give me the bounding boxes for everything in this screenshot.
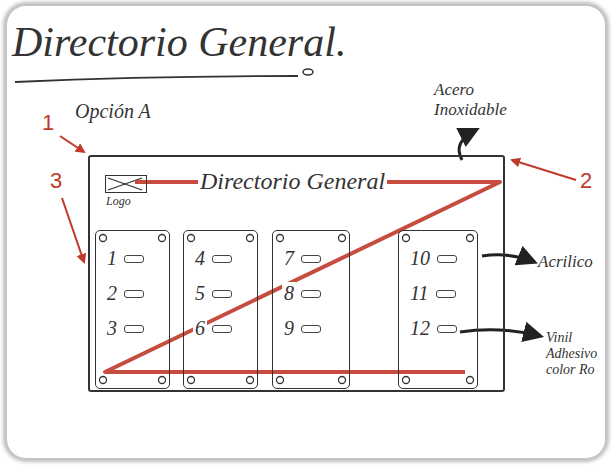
directory-row: 3	[105, 317, 144, 340]
directory-number: 9	[282, 317, 296, 340]
directory-row: 6	[193, 317, 232, 340]
directory-row: 5	[193, 282, 232, 305]
callout-arrow	[512, 160, 576, 180]
acrylic-plate: 7 8 9	[272, 230, 350, 389]
vinyl-strip	[124, 255, 144, 263]
vinyl-strip	[212, 255, 232, 263]
vinyl-strip	[212, 290, 232, 298]
directory-number: 12	[408, 317, 432, 340]
directory-number: 11	[408, 282, 431, 305]
title-underline	[15, 76, 298, 82]
vinyl-strip	[301, 255, 321, 263]
directory-number: 6	[193, 317, 207, 340]
vinyl-strip	[124, 290, 144, 298]
logo-box: Logo	[105, 175, 147, 193]
material-note: Acrilico	[538, 252, 593, 272]
vinyl-strip	[212, 325, 232, 333]
logo-caption: Logo	[106, 195, 131, 209]
sketch-title: Directorio General.	[12, 18, 346, 66]
option-title: Opción A	[75, 100, 151, 123]
directory-row: 11	[408, 282, 456, 305]
leader-arrow	[482, 255, 534, 262]
callout-number: 2	[580, 168, 592, 193]
directory-number: 4	[193, 247, 207, 270]
panel-heading: Directorio General	[198, 168, 387, 196]
screws	[100, 235, 474, 384]
directory-row: 9	[282, 317, 321, 340]
directory-row: 7	[282, 247, 321, 270]
vinyl-strip	[301, 290, 321, 298]
reading-path-z	[105, 182, 500, 372]
directory-number: 7	[282, 247, 296, 270]
stainless-panel: Directorio GeneralLogo123456789101112	[88, 155, 505, 392]
directory-row: 8	[282, 282, 321, 305]
callout-number: 1	[42, 110, 54, 135]
directory-number: 10	[408, 247, 432, 270]
directory-number: 8	[282, 282, 296, 305]
vinyl-strip	[437, 255, 457, 263]
acrylic-plate: 4 5 6	[183, 230, 258, 389]
vinyl-strip	[436, 290, 456, 298]
underline-flourish	[303, 69, 313, 75]
vinyl-strip	[124, 325, 144, 333]
directory-number: 2	[105, 282, 119, 305]
directory-number: 5	[193, 282, 207, 305]
acrylic-plate: 10 11 12	[398, 230, 478, 389]
paper	[7, 6, 605, 458]
material-note: Acero Inoxidable	[434, 80, 534, 119]
directory-row: 10	[408, 247, 457, 270]
material-note: Vinil Adhesivo color Ro	[546, 330, 608, 378]
directory-row: 12	[408, 317, 457, 340]
directory-row: 2	[105, 282, 144, 305]
photo-frame	[6, 5, 606, 459]
leader-arrow	[460, 330, 540, 336]
callout-arrow	[62, 198, 84, 262]
directory-number: 3	[105, 317, 119, 340]
directory-row: 1	[105, 247, 144, 270]
vinyl-strip	[437, 325, 457, 333]
vinyl-strip	[301, 325, 321, 333]
directory-number: 1	[105, 247, 119, 270]
callout-number: 3	[50, 168, 62, 193]
acrylic-plate: 1 2 3	[95, 230, 170, 389]
callout-arrow	[60, 136, 84, 152]
directory-row: 4	[193, 247, 232, 270]
